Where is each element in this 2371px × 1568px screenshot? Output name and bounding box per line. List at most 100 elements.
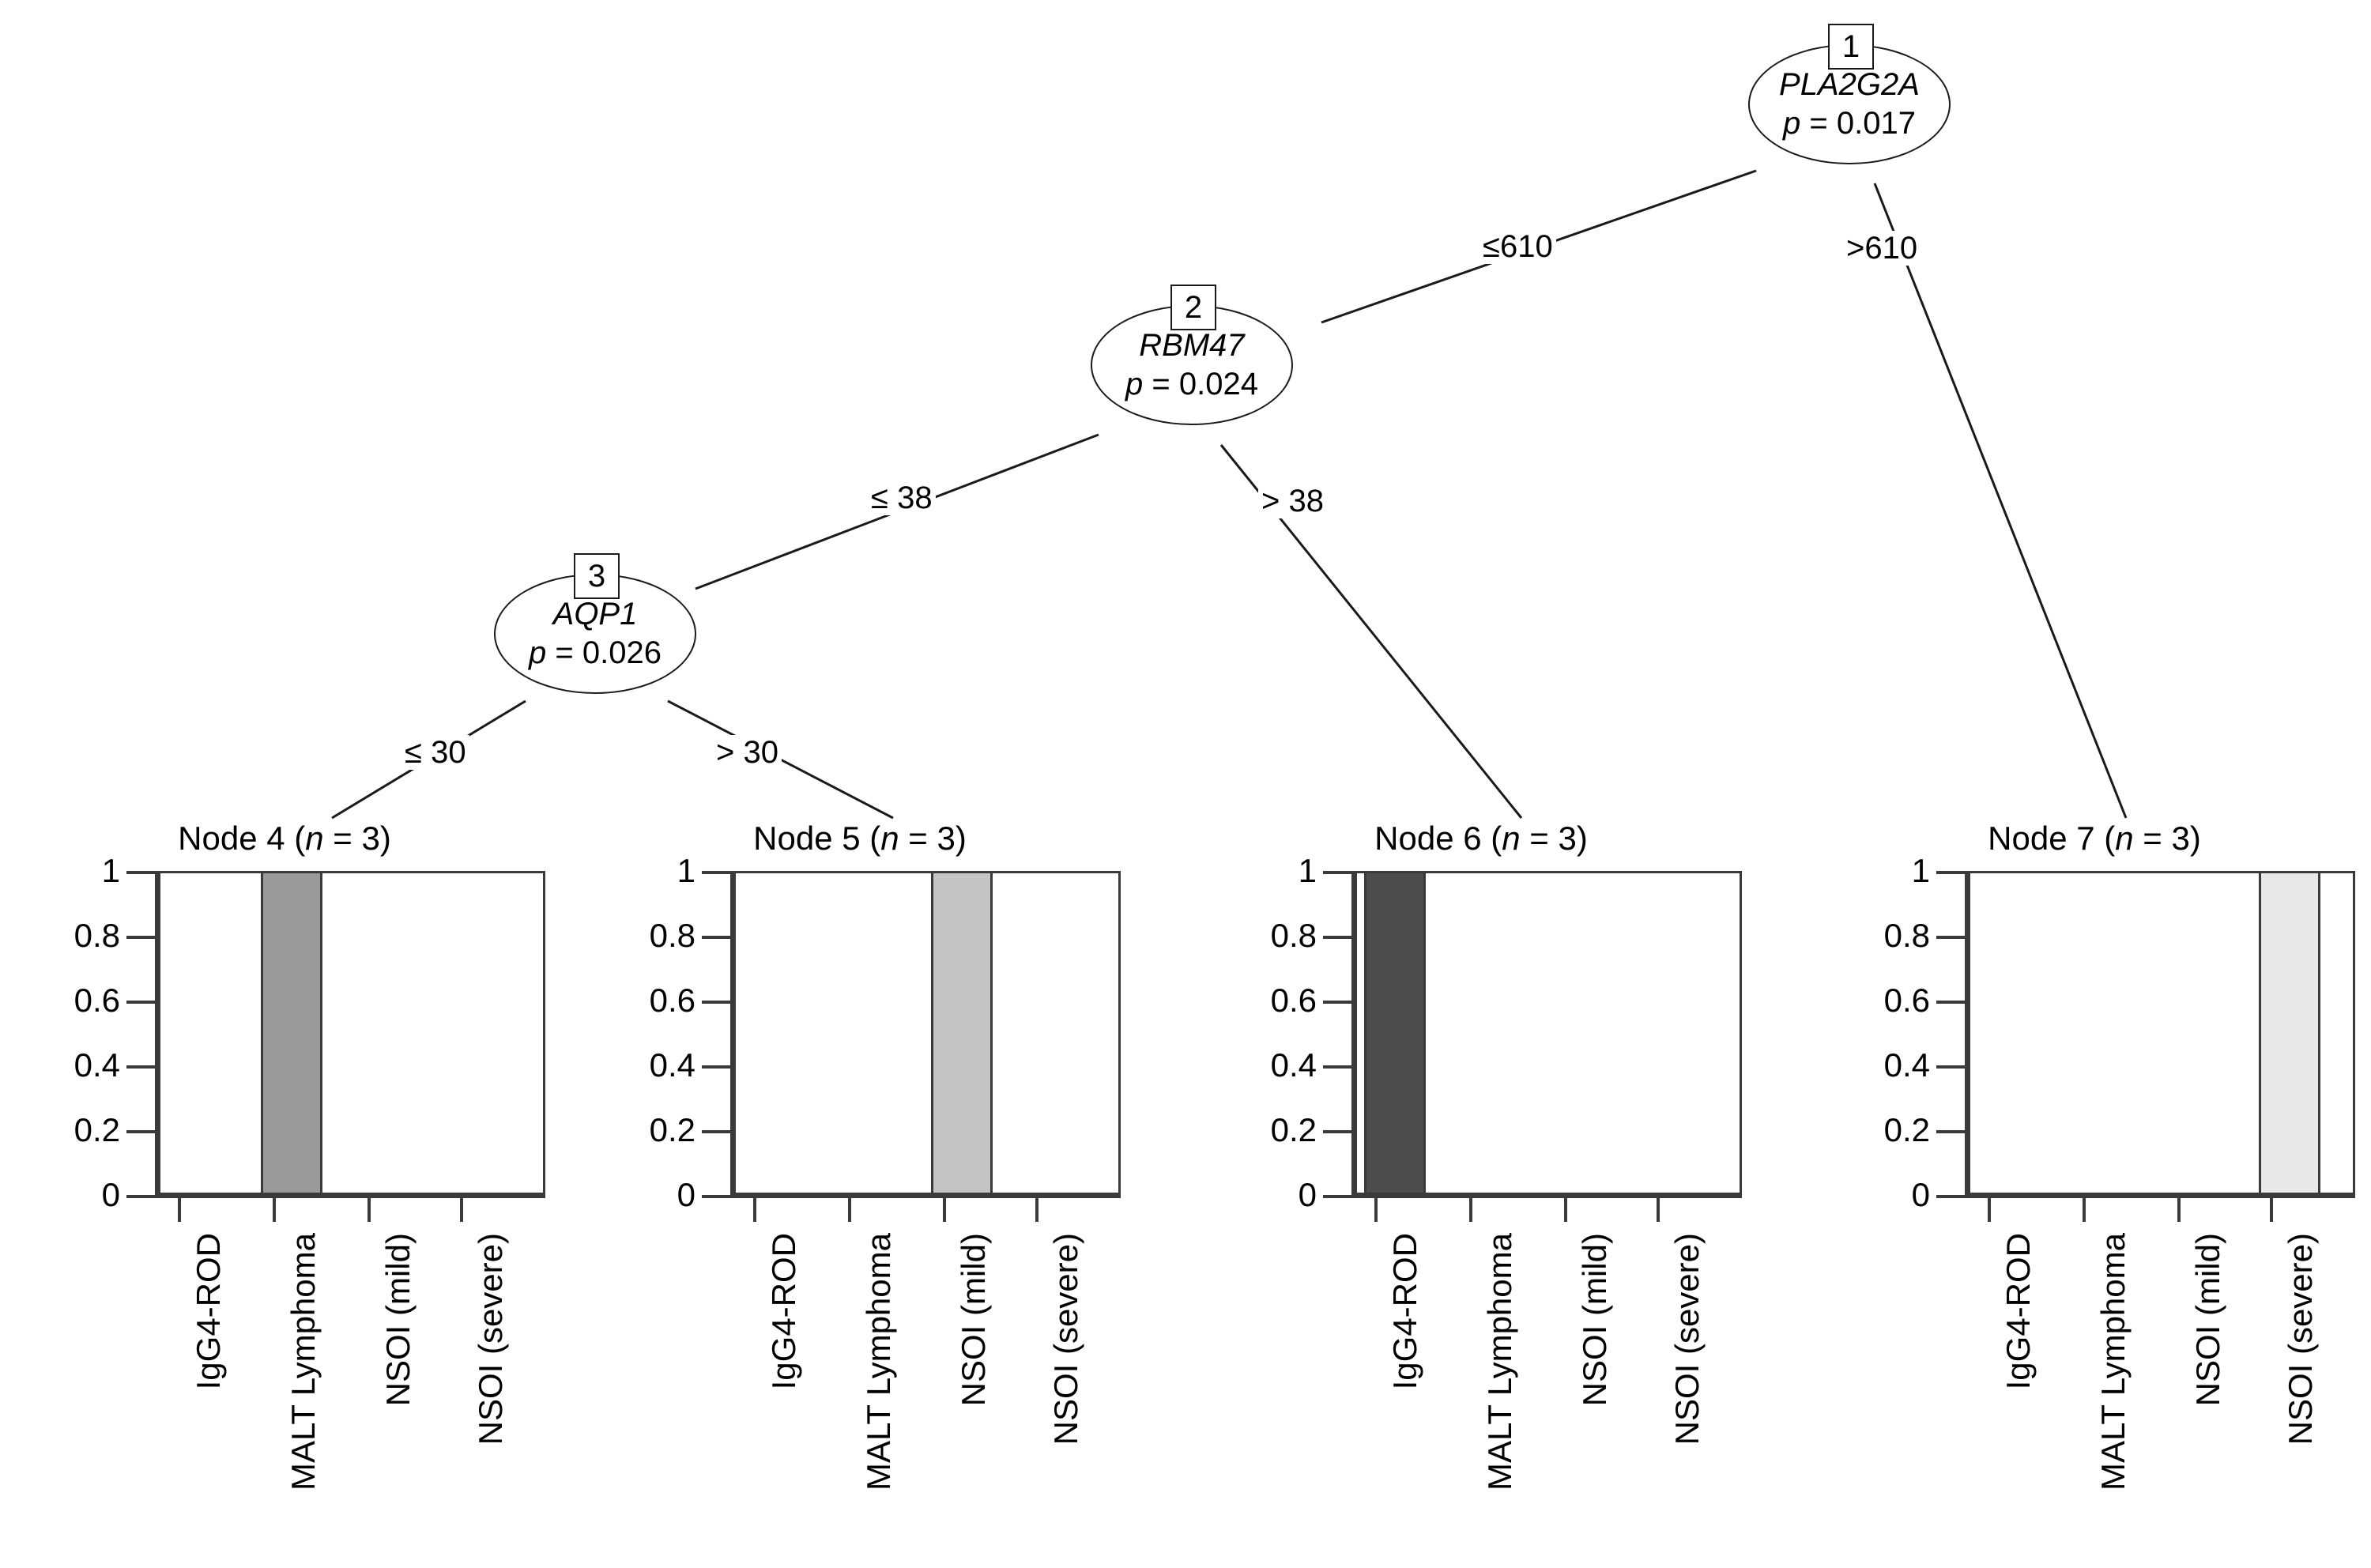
panel-6-xtick-3 [1564,1195,1567,1222]
node-2-gene-label: RBM47 [1139,328,1245,364]
panel-6-xtick-2 [1469,1195,1472,1222]
panel-4-ylabel-02: 0.2 [74,1111,120,1148]
panel-4-plot-box [158,871,545,1195]
panel-6-ylabel-02: 0.2 [1270,1111,1317,1148]
panel-5-ylabel-06: 0.6 [649,982,695,1019]
panel-4-title: Node 4 (n = 3) [8,822,561,855]
panel-4-ytick-1 [126,871,158,874]
panel-4-ylabel-1: 1 [101,852,120,889]
panel-7-ylabel-1: 1 [1911,852,1930,889]
panel-6-xlabel-3: NSOI (mild) [1576,1233,1613,1407]
panel-4-ylabel-0: 0 [101,1176,120,1213]
panel-4-ytick-06 [126,1001,158,1004]
panel-7-title-text: Node 7 (n = 3) [1988,820,2201,857]
panel-7-xlabel-3: NSOI (mild) [2189,1233,2226,1407]
panel-6-ytick-02 [1323,1130,1355,1133]
panel-7-ylabel-04: 0.4 [1883,1046,1930,1084]
panel-5-title-text: Node 5 (n = 3) [753,820,967,857]
panel-4-xtick-1 [178,1195,181,1222]
panel-7-xlabel-4: NSOI (severe) [2282,1233,2319,1446]
terminal-panel-node-6: Node 6 (n = 3) 1 0.8 0.6 0.4 0.2 0 IgG4-… [1204,822,1758,1557]
node-3-gene-label: AQP1 [552,597,638,632]
node-1-text: PLA2G2A p = 0.017 [1748,44,1951,164]
panel-6-xlabel-2: MALT Lymphoma [1481,1233,1518,1491]
panel-6-title: Node 6 (n = 3) [1204,822,1758,855]
panel-5-ytick-08 [702,936,733,939]
terminal-panel-node-5: Node 5 (n = 3) 1 0.8 0.6 0.4 0.2 0 IgG4-… [583,822,1136,1557]
panel-5-ytick-06 [702,1001,733,1004]
panel-7-x-axis [1936,1195,2355,1198]
panel-7-title: Node 7 (n = 3) [1818,822,2371,855]
node-3-number: 3 [574,553,620,599]
panel-6-ytick-06 [1323,1001,1355,1004]
panel-7-ytick-1 [1936,871,1968,874]
panel-4-xtick-2 [273,1195,276,1222]
panel-5-y-axis: 1 0.8 0.6 0.4 0.2 0 [583,854,733,1212]
panel-5-ylabel-02: 0.2 [649,1111,695,1148]
panel-6-ylabel-04: 0.4 [1270,1046,1317,1084]
terminal-panel-node-4: Node 4 (n = 3) 1 0.8 0.6 0.4 0.2 0 IgG4-… [8,822,561,1557]
panel-5-xtick-2 [848,1195,851,1222]
edge-label-node3-right: > 30 [713,735,782,770]
panel-4-ytick-02 [126,1130,158,1133]
panel-4-y-axis-line [155,871,158,1195]
panel-6-ytick-08 [1323,936,1355,939]
edge-label-node1-left: ≤610 [1480,229,1556,264]
panel-5-bar-NSOI-mild [931,871,993,1195]
panel-6-ylabel-0: 0 [1298,1176,1317,1213]
node-1-pvalue-label: p = 0.017 [1783,106,1916,141]
panel-7-xtick-4 [2270,1195,2273,1222]
panel-6-ylabel-08: 0.8 [1270,917,1317,954]
panel-4-title-text: Node 4 (n = 3) [178,820,391,857]
edge-label-node1-right: >610 [1843,231,1921,266]
panel-7-xtick-1 [1988,1195,1991,1222]
panel-5-xtick-3 [943,1195,946,1222]
panel-4-ylabel-04: 0.4 [74,1046,120,1084]
panel-6-bars [1355,871,1742,1195]
panel-7-ytick-08 [1936,936,1968,939]
edge-label-node2-right: > 38 [1258,484,1327,518]
node-1-gene-label: PLA2G2A [1779,67,1920,103]
panel-4-ytick-04 [126,1065,158,1069]
panel-5-ytick-02 [702,1130,733,1133]
panel-6-bar-IgG4-ROD [1364,871,1426,1195]
panel-4-xlabel-2: MALT Lymphoma [285,1233,322,1491]
panel-6-y-axis: 1 0.8 0.6 0.4 0.2 0 [1204,854,1355,1212]
panel-7-y-axis-line [1965,871,1968,1195]
panel-7-ytick-04 [1936,1065,1968,1069]
panel-5-xlabel-1: IgG4-ROD [765,1233,802,1390]
panel-5-xtick-1 [753,1195,756,1222]
panel-6-title-text: Node 6 (n = 3) [1374,820,1588,857]
panel-5-xlabel-2: MALT Lymphoma [860,1233,897,1491]
panel-5-ytick-1 [702,871,733,874]
panel-6-xlabel-1: IgG4-ROD [1386,1233,1423,1390]
panel-7-xlabel-2: MALT Lymphoma [2094,1233,2132,1491]
panel-5-xtick-4 [1035,1195,1038,1222]
panel-7-ylabel-08: 0.8 [1883,917,1930,954]
panel-7-ytick-06 [1936,1001,1968,1004]
panel-4-bars [158,871,545,1195]
tree-node-2[interactable]: 2 RBM47 p = 0.024 [1091,285,1296,427]
panel-6-ytick-04 [1323,1065,1355,1069]
panel-6-xtick-4 [1657,1195,1660,1222]
node-2-pvalue-label: p = 0.024 [1125,367,1258,401]
tree-node-3[interactable]: 3 AQP1 p = 0.026 [494,553,699,695]
panel-7-ylabel-0: 0 [1911,1176,1930,1213]
panel-5-ytick-04 [702,1065,733,1069]
tree-node-1[interactable]: 1 PLA2G2A p = 0.017 [1748,24,1954,166]
panel-7-bars [1968,871,2355,1195]
panel-5-ylabel-08: 0.8 [649,917,695,954]
panel-5-bars [733,871,1121,1195]
node-3-text: AQP1 p = 0.026 [494,574,696,694]
panel-7-xtick-2 [2083,1195,2086,1222]
panel-6-y-axis-line [1351,871,1355,1195]
panel-5-ylabel-1: 1 [677,852,695,889]
panel-4-y-axis: 1 0.8 0.6 0.4 0.2 0 [8,854,158,1212]
panel-4-xlabel-3: NSOI (mild) [379,1233,417,1407]
panel-5-ylabel-0: 0 [677,1176,695,1213]
panel-4-xtick-4 [460,1195,463,1222]
panel-4-bar-MALT-Lymphoma [261,871,322,1195]
panel-4-xlabel-1: IgG4-ROD [190,1233,227,1390]
panel-7-xlabel-1: IgG4-ROD [2000,1233,2037,1390]
